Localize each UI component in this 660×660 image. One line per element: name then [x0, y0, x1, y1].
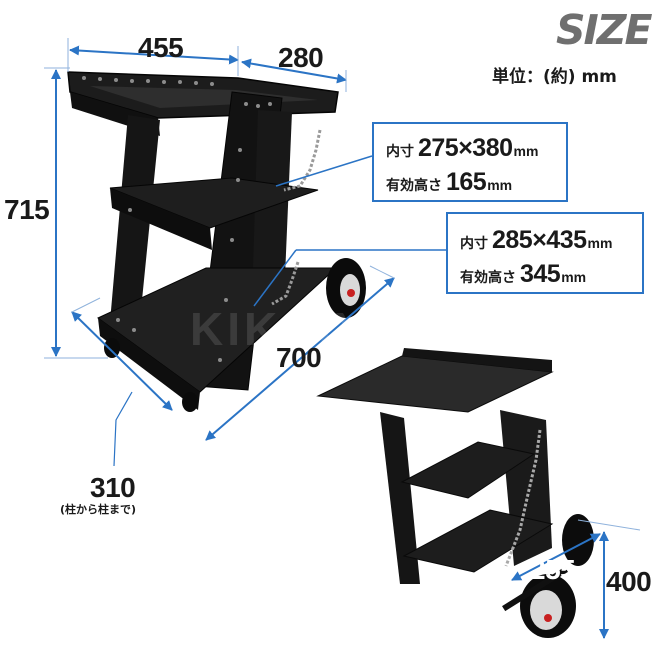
lower-height-value: 345 [520, 260, 561, 288]
middle-tray-lip [110, 188, 212, 250]
upper-height-value: 165 [446, 168, 487, 196]
dim-height-label: 715 [4, 194, 50, 225]
lower-height-label: 有効高さ [460, 270, 516, 286]
lower-inner-value: 285×435 [492, 226, 587, 254]
lower-inner-label: 内寸 [460, 236, 488, 252]
dim-side-depth-label: 255 [530, 554, 576, 585]
page-title: SIZE [556, 6, 653, 54]
unit-label: 単位：(約) mm [492, 67, 617, 87]
side-top-tray-lip [402, 348, 552, 372]
lower-height-unit: mm [561, 269, 587, 285]
side-cart [316, 348, 594, 638]
side-middle-tray [400, 441, 536, 499]
post-span-note: (柱から柱まで) [60, 503, 137, 516]
upper-inner-label: 内寸 [386, 144, 414, 160]
side-chain [504, 429, 542, 567]
rear-wheel-cap [347, 289, 355, 297]
watermark: KIKAIYA [190, 303, 403, 355]
upper-height-unit: mm [487, 177, 513, 193]
left-post [110, 115, 160, 322]
dim-side-height-label: 400 [606, 566, 652, 597]
upper-inner-unit: mm [513, 143, 539, 159]
side-wheel-cap [544, 614, 552, 622]
side-front-post [380, 412, 420, 584]
lower-inner-unit: mm [587, 235, 613, 251]
dim-depth-label: 280 [278, 42, 324, 73]
dim-width-label: 455 [138, 32, 184, 63]
upper-chain [283, 129, 322, 192]
front-caster-left [104, 338, 120, 358]
side-wheel-hub [530, 590, 562, 630]
dim-length-label: 700 [276, 342, 322, 373]
upper-inner-value: 275×380 [418, 134, 513, 162]
dimension-lines [44, 38, 641, 639]
upper-height-label: 有効高さ [386, 178, 442, 194]
front-caster-right [182, 392, 198, 412]
side-bottom-tray [402, 509, 554, 573]
dim-post-span-label: 310 [90, 472, 136, 503]
main-cart [67, 71, 366, 412]
